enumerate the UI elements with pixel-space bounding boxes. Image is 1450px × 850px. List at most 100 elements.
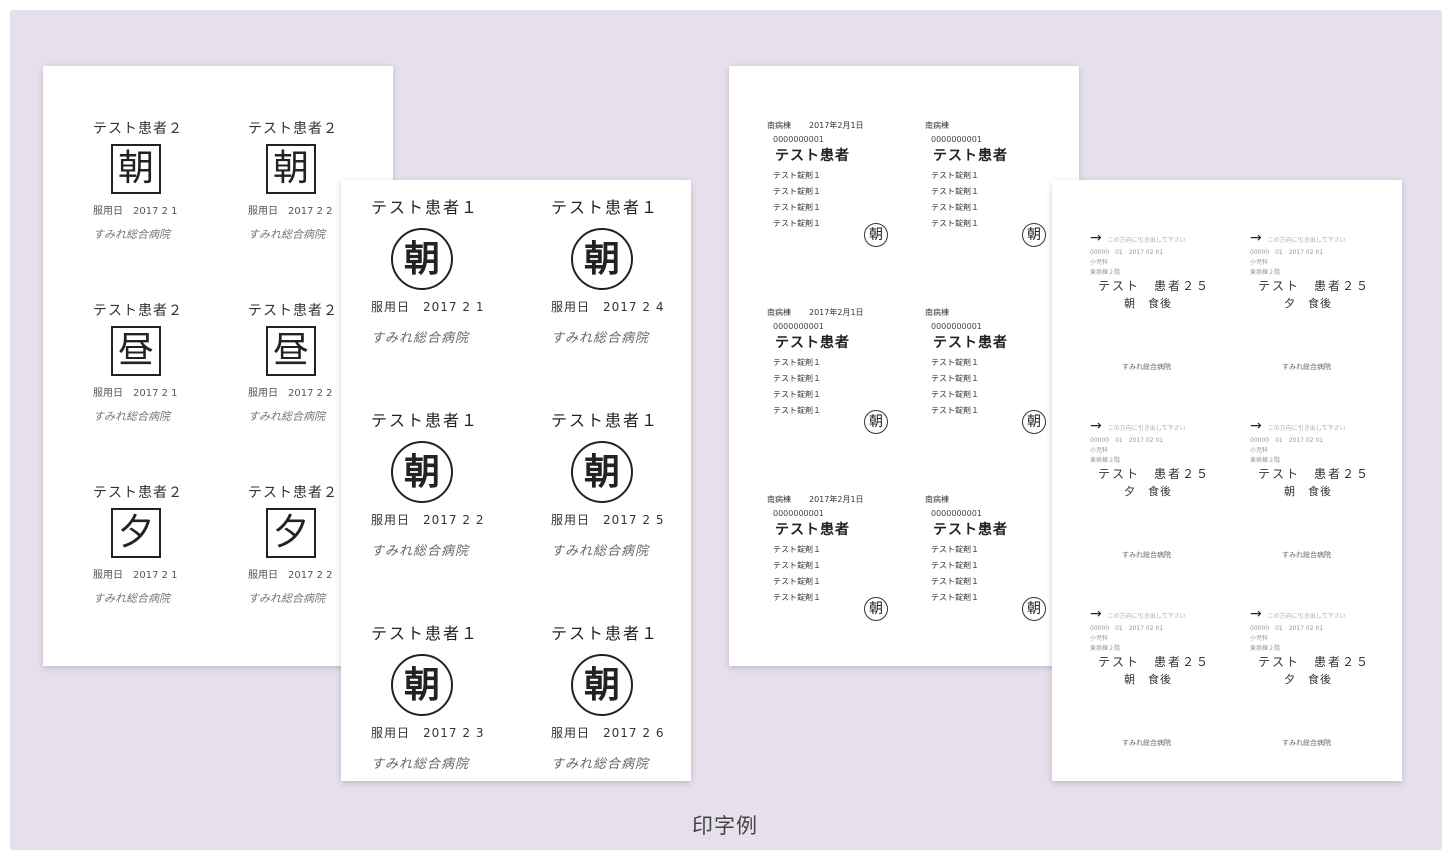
patient-name: テスト患者１	[371, 198, 480, 217]
hospital-name: すみれ総合病院	[1282, 739, 1331, 747]
patient-name: テスト患者２	[248, 303, 338, 319]
label-card: テスト患者１ 朝 服用日 2017 2 2 すみれ総合病院	[371, 407, 551, 620]
dose-date: 服用日 2017 2 2	[371, 513, 485, 527]
dose-timing: 朝食後	[1124, 297, 1172, 310]
arrow-right-icon: →	[1250, 230, 1262, 246]
patient-name: テスト患者２５	[1098, 279, 1211, 293]
label-card: →この方向に引き出して下さい 00000 01 2017 02 01 小児科 東…	[1250, 606, 1400, 794]
dose-mark: 朝	[391, 654, 453, 716]
label-header: 南病棟	[925, 308, 949, 317]
hospital-name: すみれ総合病院	[248, 592, 325, 605]
patient-name: テスト患者２５	[1258, 467, 1371, 481]
label-code: 00000 01 2017 02 01	[1250, 625, 1324, 632]
dose-mark: 朝	[111, 144, 161, 194]
label-card: テスト患者１ 朝 服用日 2017 2 4 すみれ総合病院	[551, 194, 691, 407]
arrow-right-icon: →	[1090, 230, 1102, 246]
drug-line: テスト錠剤１	[773, 406, 821, 415]
label-card: テスト患者１ 朝 服用日 2017 2 3 すみれ総合病院	[371, 620, 551, 833]
label-card: →この方向に引き出して下さい 00000 01 2017 02 01 小児科 東…	[1250, 230, 1400, 418]
department: 小児科	[1090, 635, 1109, 642]
department: 小児科	[1250, 259, 1269, 266]
label-card: →この方向に引き出して下さい 00000 01 2017 02 01 小児科 東…	[1090, 418, 1250, 606]
patient-name: テスト患者２５	[1258, 279, 1371, 293]
pull-note: この方向に引き出して下さい	[1107, 613, 1186, 620]
drug-line: テスト錠剤１	[773, 593, 821, 602]
dose-date: 服用日 2017 2 3	[371, 726, 485, 740]
patient-name: テスト患者２	[93, 121, 183, 137]
ward-name: 東病棟２階	[1090, 645, 1121, 652]
dose-mark: 昼	[111, 326, 161, 376]
label-header: 南病棟	[925, 495, 949, 504]
label-card: テスト患者２ 夕 服用日 2017 2 2 すみれ総合病院	[248, 482, 403, 664]
drug-line: テスト錠剤１	[773, 545, 821, 554]
hospital-name: すみれ総合病院	[371, 544, 470, 559]
label-card: →この方向に引き出して下さい 00000 01 2017 02 01 小児科 東…	[1090, 230, 1250, 418]
hospital-name: すみれ総合病院	[248, 410, 325, 423]
pull-note: この方向に引き出して下さい	[1107, 425, 1186, 432]
label-card: テスト患者２ 朝 服用日 2017 2 2 すみれ総合病院	[248, 118, 403, 300]
pull-note: この方向に引き出して下さい	[1267, 425, 1346, 432]
dose-date: 服用日 2017 2 5	[551, 513, 665, 527]
dose-date: 服用日 2017 2 1	[93, 206, 178, 217]
ward-name: 東病棟２階	[1250, 457, 1281, 464]
hospital-name: すみれ総合病院	[1122, 739, 1171, 747]
dose-mark: 朝	[864, 597, 888, 621]
label-card: →この方向に引き出して下さい 00000 01 2017 02 01 小児科 東…	[1250, 418, 1400, 606]
pull-note: この方向に引き出して下さい	[1267, 613, 1346, 620]
patient-id: 0000000001	[931, 135, 982, 144]
drug-line: テスト錠剤１	[931, 545, 979, 554]
drug-line: テスト錠剤１	[773, 203, 821, 212]
drug-line: テスト錠剤１	[773, 577, 821, 586]
patient-name: テスト患者１	[371, 411, 480, 430]
label-card: 南病棟 0000000001 テスト患者 テスト錠剤１ テスト錠剤１ テスト錠剤…	[925, 120, 1075, 307]
drug-line: テスト錠剤１	[773, 374, 821, 383]
drug-line: テスト錠剤１	[931, 171, 979, 180]
hospital-name: すみれ総合病院	[1282, 363, 1331, 371]
drug-line: テスト錠剤１	[773, 187, 821, 196]
figure-caption: 印字例	[692, 814, 758, 838]
patient-id: 0000000001	[773, 322, 824, 331]
arrow-right-icon: →	[1250, 606, 1262, 622]
dose-timing: 夕食後	[1124, 485, 1172, 498]
dose-mark: 夕	[266, 508, 316, 558]
dose-mark: 朝	[571, 654, 633, 716]
hospital-name: すみれ総合病院	[1122, 363, 1171, 371]
label-card: テスト患者１ 朝 服用日 2017 2 5 すみれ総合病院	[551, 407, 691, 620]
dose-timing: 朝食後	[1284, 485, 1332, 498]
department: 小児科	[1250, 447, 1269, 454]
hospital-name: すみれ総合病院	[1122, 551, 1171, 559]
label-sheet-dose: → この方向に引き出して下さい 00000 01 2017 02 01 小児科 東…	[1052, 180, 1402, 781]
hospital-name: すみれ総合病院	[551, 757, 650, 772]
patient-name: テスト患者２	[93, 303, 183, 319]
patient-id: 0000000001	[931, 509, 982, 518]
label-card: テスト患者２ 朝 服用日 2017 2 1 すみれ総合病院	[93, 118, 248, 300]
pull-note: この方向に引き出して下さい	[1267, 237, 1346, 244]
label-card: テスト患者２ 昼 服用日 2017 2 1 すみれ総合病院	[93, 300, 248, 482]
drug-line: テスト錠剤１	[931, 390, 979, 399]
dose-mark: 朝	[391, 228, 453, 290]
patient-name: テスト患者２５	[1258, 655, 1371, 669]
label-sheet-circle: テスト患者１ 朝 服用日 2017 2 1 すみれ総合病院 テスト患者１ 朝 服…	[341, 180, 691, 781]
label-card: テスト患者１ 朝 服用日 2017 2 1 すみれ総合病院	[371, 194, 551, 407]
drug-line: テスト錠剤１	[931, 203, 979, 212]
ward-name: 東病棟２階	[1090, 457, 1121, 464]
dose-mark: 朝	[1022, 223, 1046, 247]
patient-name: テスト患者	[775, 522, 850, 538]
dose-date: 服用日 2017 2 4	[551, 300, 665, 314]
hospital-name: すみれ総合病院	[93, 228, 170, 241]
hospital-name: すみれ総合病院	[248, 228, 325, 241]
ward-name: 東病棟２階	[1250, 269, 1281, 276]
dose-mark: 朝	[266, 144, 316, 194]
drug-line: テスト錠剤１	[931, 374, 979, 383]
hospital-name: すみれ総合病院	[1282, 551, 1331, 559]
label-card: テスト患者２ 夕 服用日 2017 2 1 すみれ総合病院	[93, 482, 248, 664]
patient-name: テスト患者１	[551, 624, 660, 643]
label-card: 南病棟 0000000001 テスト患者 テスト錠剤１ テスト錠剤１ テスト錠剤…	[925, 307, 1075, 494]
dose-timing: 夕食後	[1284, 297, 1332, 310]
